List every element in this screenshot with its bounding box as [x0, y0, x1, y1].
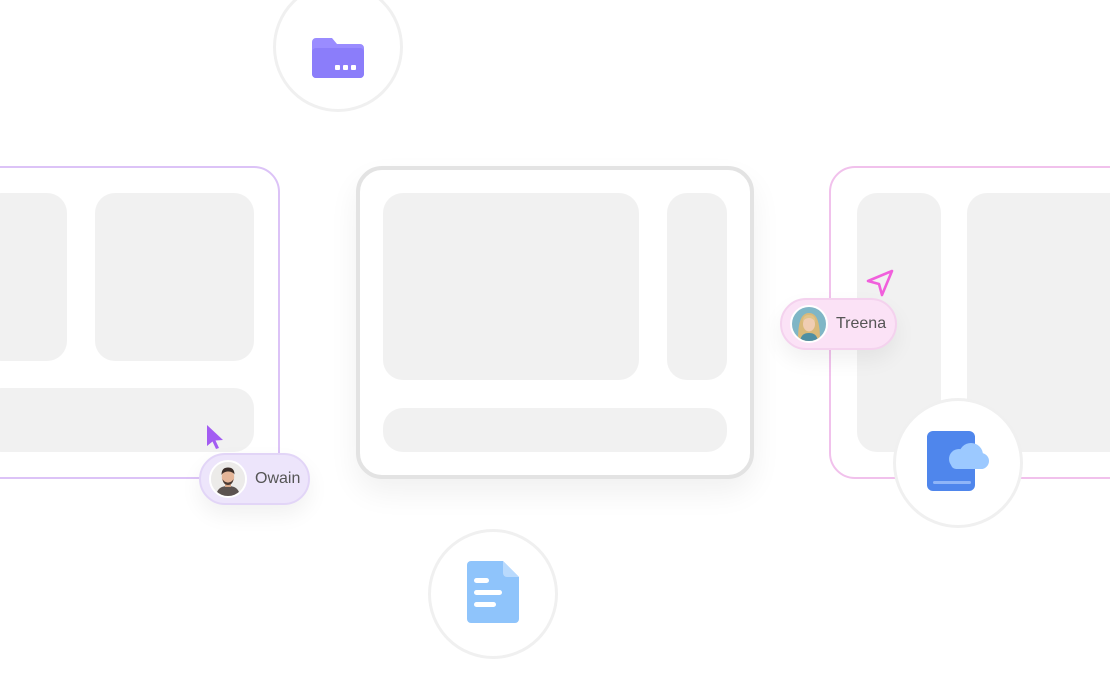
user-tag-treena[interactable]: Treena [780, 298, 897, 350]
layout-placeholder-block [667, 193, 727, 380]
right-layout-card[interactable] [829, 166, 1110, 479]
user-name: Treena [836, 315, 887, 332]
cloud-storage-icon [925, 429, 991, 498]
folder-icon [312, 36, 364, 83]
layout-placeholder-block [383, 193, 639, 380]
avatar [790, 305, 828, 343]
send-cursor-icon [866, 269, 894, 302]
layout-placeholder-block [95, 193, 254, 361]
cloud-storage-icon-circle[interactable] [893, 398, 1023, 528]
center-layout-card[interactable] [356, 166, 754, 479]
layout-placeholder-bar [383, 408, 727, 452]
left-layout-card[interactable] [0, 166, 280, 479]
user-tag-owain[interactable]: Owain [199, 453, 310, 505]
folder-icon-circle[interactable] [273, 0, 403, 112]
pointer-cursor-icon [205, 424, 225, 455]
avatar [209, 460, 247, 498]
layout-placeholder-block [0, 193, 67, 361]
user-name: Owain [255, 470, 301, 487]
document-icon-circle[interactable] [428, 529, 558, 659]
document-icon [467, 560, 519, 628]
